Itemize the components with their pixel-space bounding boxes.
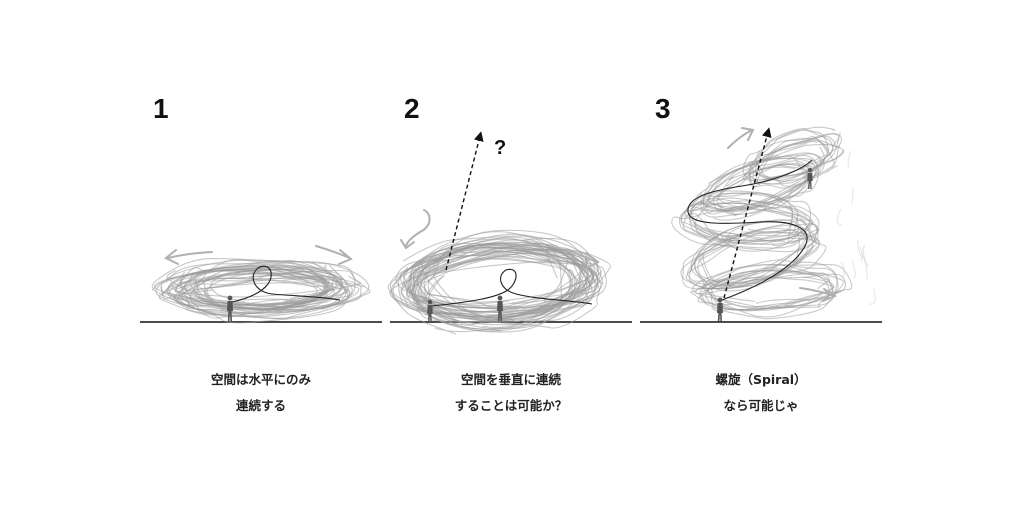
panel-3-number: 3 (655, 93, 671, 124)
sketch-stroke (743, 133, 843, 181)
panel-2-up-arrow (445, 131, 484, 271)
sketch-stroke (840, 261, 845, 281)
panel-2-question-mark: ? (494, 137, 506, 159)
sketch-stroke (748, 137, 840, 189)
sketch-stroke (718, 163, 808, 208)
sketch-stroke (168, 264, 353, 314)
panel-2-motion-arrows (400, 209, 600, 269)
panel-3-person-icon-bottom (717, 297, 723, 321)
panel-3-up-arrow (723, 127, 772, 299)
panel-2-caption-line-1: 空間を垂直に連続 (460, 372, 561, 387)
sketch-stroke (173, 276, 362, 315)
sketch-stroke (168, 275, 360, 314)
sketch-stroke (151, 268, 349, 310)
panel-3-sketch (671, 126, 876, 320)
panel-2-person-icon-left (427, 299, 433, 322)
sketch-stroke (680, 223, 818, 290)
sketch-stroke (869, 288, 876, 305)
panel-1-person-icon (227, 295, 233, 321)
sketch-stroke (847, 150, 852, 169)
sketch-stroke (700, 152, 822, 211)
sketch-stroke (682, 231, 820, 290)
panel-3-spiral (687, 159, 813, 301)
sketch-stroke (403, 237, 588, 313)
sketch-stroke (694, 192, 803, 252)
sketch-stroke (700, 154, 820, 221)
sketch-stroke (420, 258, 602, 322)
panel-1-sketch (151, 258, 371, 324)
sketch-stroke (690, 198, 800, 242)
panel-3-caption-line-2: なら可能じゃ (723, 398, 799, 413)
sketch-stroke (749, 126, 841, 188)
panel-1-loop (231, 265, 341, 303)
panel-2-number: 2 (404, 93, 420, 124)
sketch-stroke (859, 246, 863, 262)
sketch-stroke (755, 140, 829, 180)
sketch-stroke (161, 261, 370, 315)
panel-2-person-icon-center (497, 295, 503, 321)
sketch-stroke (695, 276, 834, 304)
sketch-stroke (857, 239, 864, 259)
sketch-stroke (756, 140, 835, 187)
panel-2-caption: 空間を垂直に連続 することは可能か？ (401, 367, 621, 419)
sketch-stroke (836, 209, 842, 226)
sketch-stroke (176, 282, 352, 313)
sketch-stroke (863, 254, 868, 280)
panel-1-caption-line-2: 連続する (235, 398, 286, 413)
sketch-stroke (742, 135, 828, 185)
sketch-stroke (671, 208, 820, 249)
panel-1-caption-line-1: 空間は水平にのみ (210, 372, 311, 387)
panel-1-number: 1 (153, 93, 169, 124)
panel-3-person-icon-top (807, 167, 813, 189)
sketch-stroke (704, 162, 819, 217)
sketch-stroke (680, 197, 813, 245)
sketch-stroke (181, 277, 318, 309)
sketch-stroke (851, 187, 854, 204)
panel-3-motion-arrows (727, 127, 838, 302)
sketch-stroke (406, 248, 612, 307)
sketch-stroke (692, 263, 853, 310)
sketch-stroke (387, 248, 595, 317)
sketch-stroke (416, 245, 595, 310)
sketch-stroke (851, 260, 856, 279)
panel-1-caption: 空間は水平にのみ 連続する (151, 367, 371, 419)
sketch-stroke (755, 129, 834, 182)
sketch-stroke (151, 258, 346, 317)
panel-2-loop (431, 268, 593, 307)
panel-2-sketch (387, 229, 612, 335)
panel-3-caption: 螺旋（Spiral） なら可能じゃ (651, 367, 871, 419)
panel-3-caption-line-1: 螺旋（Spiral） (715, 372, 807, 387)
sketch-stroke (862, 244, 869, 267)
panel-2-caption-line-2: することは可能か？ (454, 398, 568, 413)
panel-1-motion-arrows (164, 245, 353, 265)
sketch-stroke (419, 243, 569, 308)
